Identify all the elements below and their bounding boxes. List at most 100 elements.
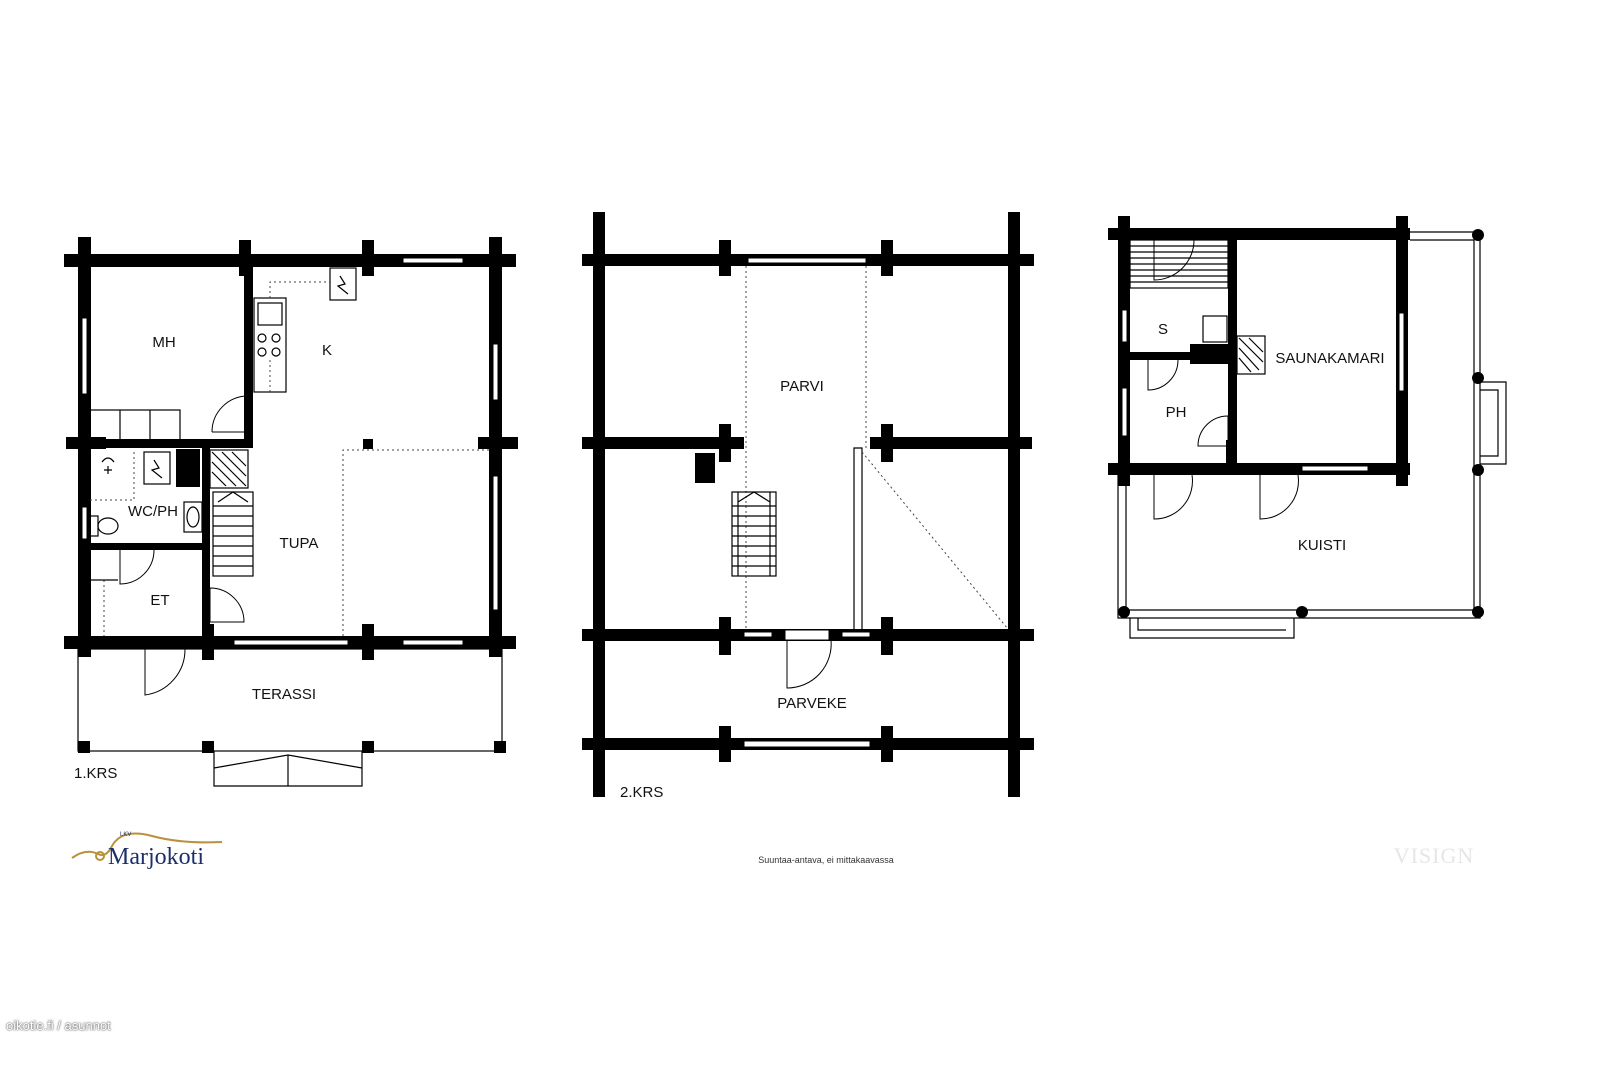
floor1-window: [492, 343, 499, 401]
counter-outline: [269, 281, 330, 298]
room-label-parveke: PARVEKE: [777, 695, 846, 712]
toilet-icon: [97, 517, 119, 535]
floor1-post: [363, 439, 373, 449]
porch-post: [1118, 606, 1130, 618]
door-terrace: [144, 648, 186, 696]
roof-slope-line: [861, 451, 1009, 630]
floor2-wall-stub: [881, 617, 893, 655]
room-label-mh: MH: [152, 334, 175, 351]
terrace-post: [78, 741, 90, 753]
fireplace: [209, 449, 249, 489]
sauna-wall-stub: [1226, 440, 1236, 466]
terrace-outline: [77, 648, 503, 752]
floor1-window: [81, 317, 88, 395]
room-label-ph: PH: [1166, 404, 1187, 421]
floor1-label: 1.KRS: [74, 765, 117, 782]
sauna-window: [1398, 312, 1405, 392]
floor2-label: 2.KRS: [620, 784, 663, 801]
room-label-wcph: WC/PH: [128, 503, 178, 520]
floor1-wall-mh-k: [244, 260, 253, 440]
room-label-terassi: TERASSI: [252, 686, 316, 703]
wardrobe: [89, 409, 181, 441]
loft-edge-outline: [342, 449, 490, 636]
porch-steps-south: [1129, 618, 1295, 639]
door-et: [119, 549, 155, 585]
floor2-window: [747, 257, 867, 264]
porch-post: [1296, 606, 1308, 618]
shower-area-outline: [90, 452, 135, 501]
stove-burner-icon: [257, 347, 267, 357]
floor2-wall-stub: [719, 424, 731, 462]
sauna-wall-north: [1108, 228, 1410, 240]
boiler-symbol: [150, 459, 163, 479]
floor1-wall-stub: [362, 624, 374, 660]
floor2-wall-east: [1008, 212, 1020, 797]
floor1-wall-north: [64, 254, 516, 267]
floor2-window: [841, 631, 871, 638]
sauna-window: [1121, 387, 1128, 437]
wc-boiler: [143, 451, 171, 485]
porch-post: [1472, 229, 1484, 241]
door-ph: [1197, 415, 1229, 447]
floor2-window: [743, 631, 773, 638]
sauna-wall-s-ph: [1126, 352, 1230, 360]
terrace-post: [202, 741, 214, 753]
floor2-wall-stub: [881, 240, 893, 276]
scale-note: Suuntaa-antava, ei mittakaavassa: [758, 855, 894, 865]
porch-post: [1472, 464, 1484, 476]
floor1-wall-stub: [478, 437, 518, 449]
stairs: [212, 491, 254, 577]
logo-swoosh-icon: [71, 832, 223, 859]
floor1-wall-mh-bottom: [88, 439, 253, 448]
floor2-plan: PARVI PARVEKE 2.KRS: [582, 212, 1034, 801]
fireplace-hatch: [211, 451, 247, 487]
fridge: [329, 267, 357, 301]
floor2-wall-stub: [881, 424, 893, 462]
terrace-post: [362, 741, 374, 753]
floor1-chimney: [176, 449, 200, 487]
sauna-stove-block: [1190, 344, 1228, 364]
sauna-bench-slats: [1130, 245, 1228, 283]
terrace-steps: [213, 751, 363, 787]
room-label-tupa: TUPA: [280, 535, 319, 552]
door-balcony: [786, 639, 832, 689]
fireplace-saunakamari: [1236, 335, 1266, 375]
sauna-window: [1121, 309, 1128, 343]
floor2-stair-treads: [732, 491, 776, 576]
brand-name: Marjokoti: [108, 844, 204, 870]
sink-icon: [257, 302, 283, 326]
porch-post: [1472, 606, 1484, 618]
door-s: [1147, 359, 1179, 391]
logo-key-icon: [95, 851, 105, 861]
watermark: oikotie.fi / asunnot: [6, 1018, 111, 1033]
floor2-window: [743, 740, 871, 748]
visign-logo: VISIGN: [1394, 843, 1475, 868]
toilet-tank: [89, 515, 99, 537]
door-mh: [211, 395, 249, 433]
floor1-window: [402, 639, 464, 646]
sauna-wall-west: [1118, 216, 1130, 486]
floor2-wall-stub: [719, 726, 731, 762]
floor1-wall-stub: [362, 240, 374, 276]
floor1-wall-wc-right: [202, 448, 210, 638]
room-label-et: ET: [150, 592, 169, 609]
porch-steps-east: [1480, 381, 1507, 465]
door-tupa: [209, 587, 245, 623]
floor1-plan: MH K WC/PH TUPA ET TERASSI 1.KRS: [64, 237, 518, 787]
sauna-wall-middle: [1228, 236, 1237, 468]
floor1-window: [81, 506, 88, 540]
room-label-parvi: PARVI: [780, 378, 824, 395]
fridge-symbol: [336, 275, 349, 295]
sauna-plan: S PH SAUNAKAMARI KUISTI: [1108, 216, 1507, 639]
door-sauna-top: [1153, 239, 1195, 281]
floor2-wall-mid-right: [870, 437, 1032, 449]
porch-post: [1472, 372, 1484, 384]
washbasin-bowl-icon: [186, 506, 200, 528]
sauna-window: [1301, 465, 1369, 472]
door-kuisti-right: [1259, 474, 1299, 520]
stair-treads: [213, 491, 253, 567]
brand-prefix: LKV: [120, 832, 131, 838]
stove-burner-icon: [271, 347, 281, 357]
room-label-s: S: [1158, 321, 1168, 338]
room-label-k: K: [322, 342, 332, 359]
